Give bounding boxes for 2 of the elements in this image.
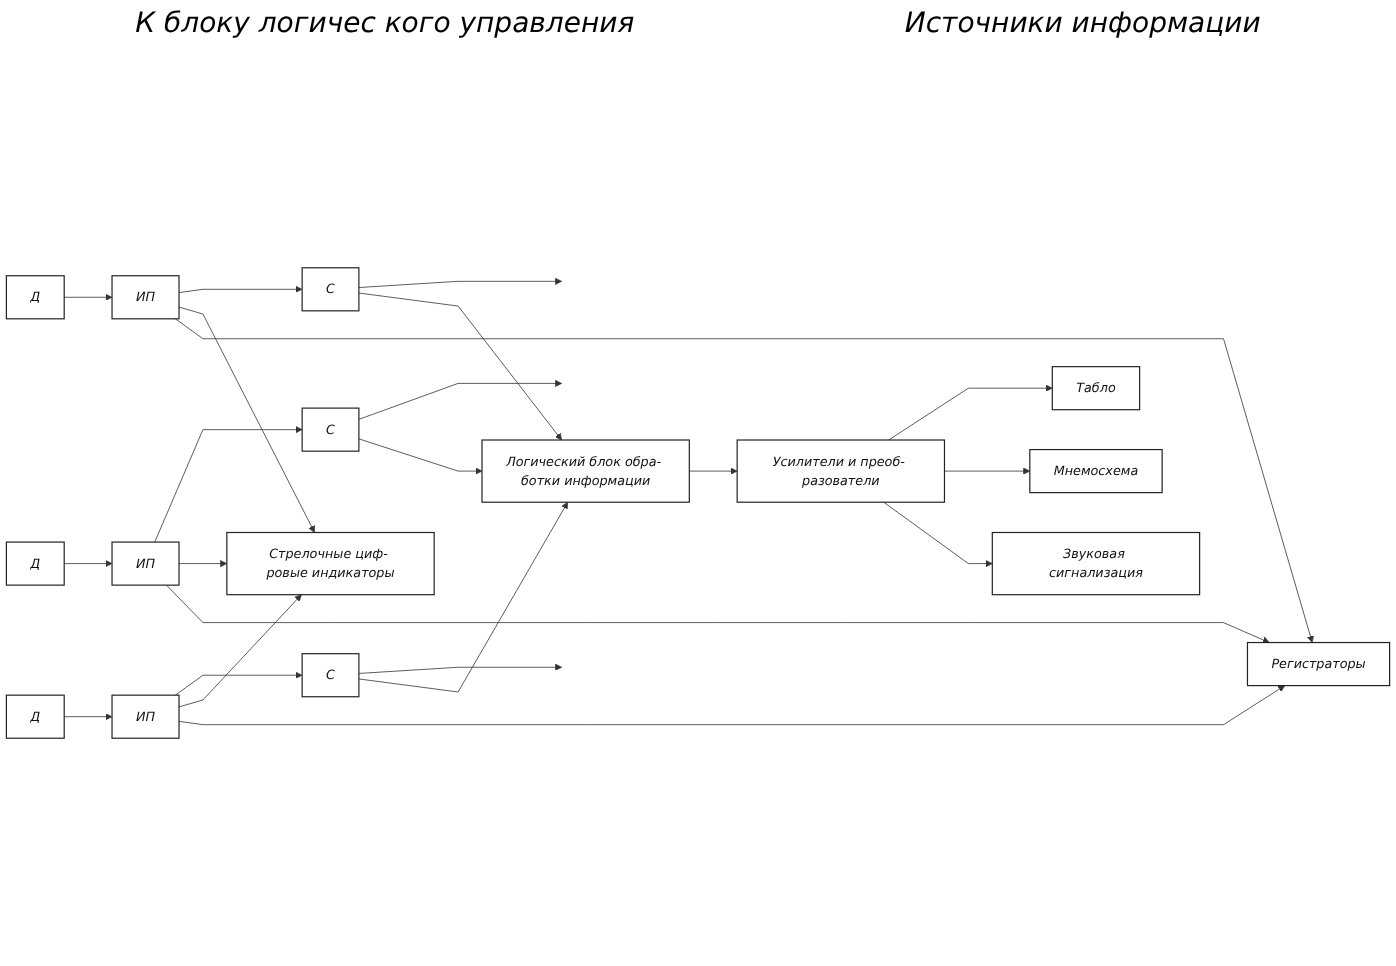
group-label: К блоку логичес кого управления xyxy=(135,8,635,40)
group-label: Источники информации xyxy=(904,8,1261,40)
